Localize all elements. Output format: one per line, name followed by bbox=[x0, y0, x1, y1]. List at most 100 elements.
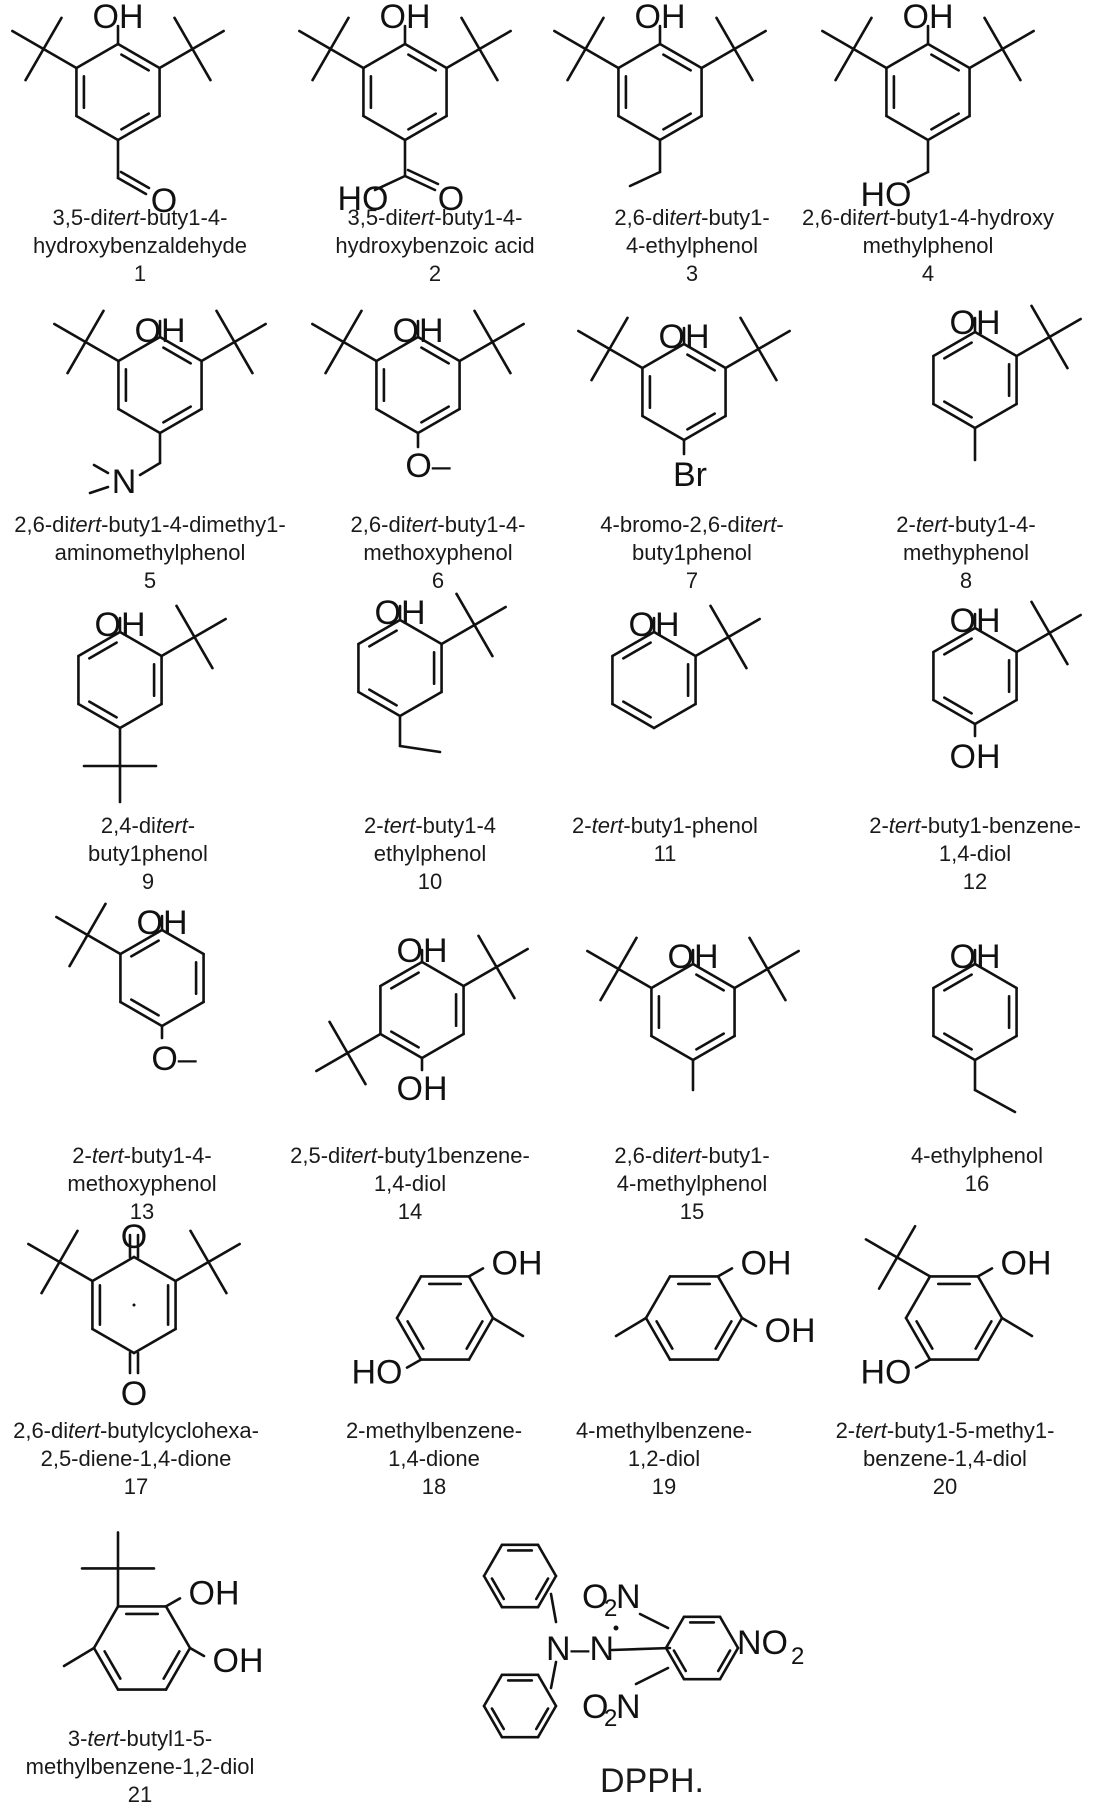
ring-bond bbox=[976, 1275, 1004, 1320]
name-part: 4-bromo-2,6-di bbox=[600, 512, 744, 537]
ring-bond bbox=[416, 335, 461, 363]
name-part: benzene-1,4-diol bbox=[863, 1446, 1027, 1471]
ring-bond bbox=[652, 630, 697, 658]
methyl-bond bbox=[84, 309, 105, 344]
carbonyl-double-bond bbox=[406, 168, 440, 186]
hydroxyl-label: OH bbox=[93, 0, 144, 36]
hydroxy-bond bbox=[373, 174, 407, 192]
methyl-bond bbox=[895, 1224, 917, 1259]
ring-double-bond bbox=[672, 1649, 688, 1673]
methyl-bond bbox=[473, 623, 494, 658]
tert-butyl-bond bbox=[329, 47, 365, 70]
italic-prefix: tert bbox=[669, 1143, 702, 1168]
methyl-bond bbox=[1048, 317, 1082, 339]
ring-bond bbox=[973, 698, 1018, 726]
ring-double-bond bbox=[695, 1032, 725, 1051]
compound-number: 1 bbox=[134, 261, 146, 286]
compound-name-line: 2,6-ditert-buty1- bbox=[614, 205, 769, 230]
compound-name-line: 3,5-ditert-buty1-4- bbox=[53, 205, 228, 230]
name-part: methyphenol bbox=[903, 540, 1029, 565]
ring-double-bond bbox=[368, 688, 398, 707]
tert-butyl-bond bbox=[200, 340, 236, 363]
ring-bond bbox=[357, 618, 402, 646]
ring-bond bbox=[932, 962, 977, 990]
name-part: - bbox=[188, 813, 195, 838]
tert-butyl-bond bbox=[700, 47, 736, 70]
name-part: 2,5-diene-1,4-dione bbox=[41, 1446, 232, 1471]
hydroxyl-label: OH bbox=[137, 904, 188, 942]
compound-name-line: 2-tert-buty1-4- bbox=[896, 512, 1035, 537]
compound-name-line: aminomethylphenol bbox=[55, 540, 246, 565]
compound-3-structure: OH bbox=[553, 0, 767, 188]
ring-bond bbox=[650, 1034, 695, 1062]
compound-10-structure: OH bbox=[357, 592, 507, 754]
nitrogen-label: N bbox=[112, 463, 137, 501]
ring-double-bond bbox=[162, 346, 192, 365]
methyl-bond bbox=[86, 902, 107, 937]
ring-double-bond bbox=[930, 53, 960, 72]
ring-bond bbox=[658, 42, 703, 70]
carbonyl-bond bbox=[116, 176, 148, 196]
compound-number: 6 bbox=[432, 568, 444, 593]
compound-number: 9 bbox=[142, 869, 154, 894]
compound-name-line: 2,5-ditert-buty1benzene- bbox=[290, 1143, 530, 1168]
methyl-bond bbox=[62, 1646, 96, 1668]
compound-name-line: 1,2-diol bbox=[628, 1446, 700, 1471]
methyl-bond bbox=[1000, 1316, 1034, 1338]
ring-bond bbox=[641, 414, 686, 442]
name-part: -buty1-4- bbox=[139, 205, 227, 230]
tert-butyl-bond bbox=[968, 47, 1004, 70]
compound-5-caption: 2,6-ditert-buty1-4-dimethy1-aminomethylp… bbox=[14, 512, 285, 593]
compound-17-structure: OO bbox=[27, 1218, 241, 1413]
ring-bond bbox=[92, 1605, 120, 1650]
methyl-bond bbox=[315, 1051, 349, 1073]
name-part: 1,2-diol bbox=[628, 1446, 700, 1471]
methyl-bond bbox=[473, 605, 507, 627]
ring-double-bond bbox=[407, 53, 437, 72]
ethyl-bond bbox=[973, 1088, 1017, 1114]
methyl-bond bbox=[58, 1229, 79, 1264]
name-part: 4-methylbenzene- bbox=[576, 1418, 752, 1443]
tert-butyl-bond bbox=[158, 47, 194, 70]
ring-bond bbox=[611, 702, 656, 730]
name-part: 2,6-di bbox=[14, 512, 69, 537]
ring-bond bbox=[718, 1646, 740, 1681]
name-part: -buty1- bbox=[701, 1143, 769, 1168]
ring-bond bbox=[77, 630, 122, 658]
ring-bond bbox=[641, 342, 686, 370]
ring-double-bond bbox=[974, 1320, 993, 1350]
compound-number: 20 bbox=[933, 1474, 957, 1499]
n-aryl-bond bbox=[610, 1646, 672, 1652]
hydroxyl-label: HO bbox=[352, 1354, 403, 1392]
methyl-bond bbox=[298, 29, 332, 51]
ring-bond bbox=[482, 1704, 504, 1739]
hydroxyl-label: OH bbox=[397, 1070, 448, 1108]
ring-bond bbox=[379, 1032, 424, 1060]
ring-double-bond bbox=[420, 405, 450, 424]
ring-bond bbox=[132, 1327, 177, 1355]
ring-bond bbox=[416, 407, 461, 435]
methyl-bond bbox=[329, 16, 350, 51]
name-part: 4-ethylphenol bbox=[626, 233, 758, 258]
ring-bond bbox=[420, 960, 465, 988]
oh-bond bbox=[188, 1646, 206, 1658]
compound-number: 8 bbox=[960, 568, 972, 593]
name-part: 2,6-di bbox=[351, 512, 406, 537]
ring-double-bond bbox=[490, 1707, 506, 1731]
ethyl-bond bbox=[628, 170, 662, 188]
ring-double-bond bbox=[103, 1650, 122, 1680]
oxygen-label: O bbox=[438, 180, 464, 218]
italic-prefix: tert bbox=[87, 1726, 120, 1751]
methyl-bond bbox=[207, 1260, 228, 1295]
compound-name-line: 4-methylbenzene- bbox=[576, 1418, 752, 1443]
compound-16-structure: OH bbox=[932, 938, 1018, 1114]
